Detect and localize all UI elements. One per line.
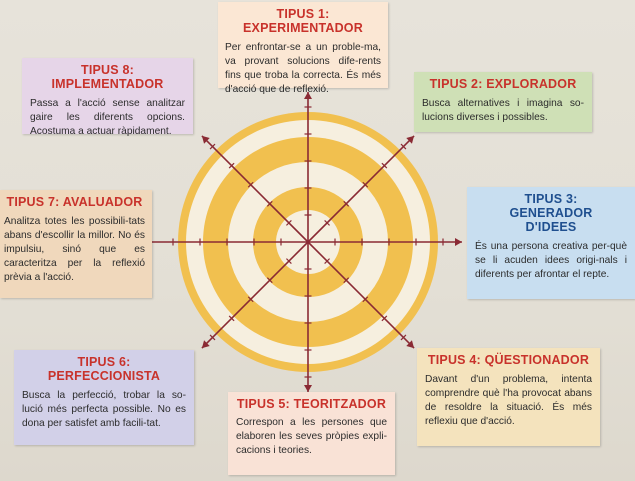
axis-line-down-right xyxy=(307,241,415,349)
axis-tick xyxy=(381,162,388,169)
axis-tick xyxy=(362,181,369,188)
radial-axes xyxy=(130,92,462,392)
card-description: Analitza totes les possibili-tats abans … xyxy=(4,216,145,283)
card-tipus-7-avaluador: TIPUS 7: AVALUADOR Analitza totes les po… xyxy=(0,190,152,298)
axis-tick xyxy=(381,315,388,322)
arrow-down-right-head xyxy=(406,340,415,349)
card-description: Passa a l'acció sense analitzar gaire le… xyxy=(30,98,185,137)
axis-line-down-left xyxy=(201,241,309,349)
axis-tick xyxy=(286,220,292,226)
card-tipus-2-explorador: TIPUS 2: EXPLORADOR Busca alternatives i… xyxy=(414,72,592,132)
axis-tick xyxy=(247,181,254,188)
card-description: Per enfrontar-se a un proble-ma, va prov… xyxy=(225,42,381,95)
axis-tick xyxy=(228,162,235,169)
axis-tick xyxy=(400,143,407,150)
axis-tick xyxy=(247,296,254,303)
axis-tick xyxy=(286,258,292,264)
card-description: Correspon a les persones que elaboren le… xyxy=(236,417,387,456)
card-title: TIPUS 8: IMPLEMENTADOR xyxy=(51,63,164,91)
axis-tick xyxy=(209,143,216,150)
card-tipus-4-questionador: TIPUS 4: QÜESTIONADOR Davant d'un proble… xyxy=(417,348,600,446)
axis-line-up-left xyxy=(201,135,309,243)
axis-tick xyxy=(400,334,407,341)
card-title: TIPUS 4: QÜESTIONADOR xyxy=(427,353,590,367)
card-tipus-1-experimentador: TIPUS 1: EXPERIMENTADOR Per enfrontar-se… xyxy=(218,2,388,95)
card-tipus-6-perfeccionista: TIPUS 6: PERFECCIONISTA Busca la perfecc… xyxy=(14,350,194,445)
axis-tick xyxy=(324,258,330,264)
axis-tick xyxy=(343,277,350,284)
card-title: TIPUS 6: PERFECCIONISTA xyxy=(47,355,161,383)
axis-line-up-right xyxy=(307,135,415,243)
arrow-down-left-head xyxy=(201,340,210,349)
card-description: Busca alternatives i imagina so-lucions … xyxy=(422,98,584,123)
axis-tick xyxy=(209,334,216,341)
card-description: És una persona creativa per-què se li ac… xyxy=(475,241,627,280)
axis-tick xyxy=(266,277,273,284)
card-tipus-3-generador-idees: TIPUS 3: GENERADOR D'IDEES És una person… xyxy=(467,187,635,299)
card-tipus-8-implementador: TIPUS 8: IMPLEMENTADOR Passa a l'acció s… xyxy=(22,58,193,137)
axis-tick xyxy=(228,315,235,322)
card-description: Davant d'un problema, intenta comprendre… xyxy=(425,374,592,427)
card-title: TIPUS 2: EXPLORADOR xyxy=(429,77,577,91)
axis-tick xyxy=(362,296,369,303)
arrow-up-right-head xyxy=(406,135,415,144)
arrow-right-head xyxy=(455,238,462,246)
axis-tick xyxy=(324,220,330,226)
card-title: TIPUS 7: AVALUADOR xyxy=(6,195,143,209)
card-title: TIPUS 5: TEORITZADOR xyxy=(236,397,387,411)
axis-tick xyxy=(266,200,273,207)
card-title: TIPUS 3: GENERADOR D'IDEES xyxy=(509,192,593,234)
card-description: Busca la perfecció, trobar la so-lució m… xyxy=(22,390,186,429)
arrow-down-head xyxy=(304,385,312,392)
card-tipus-5-teoritzador: TIPUS 5: TEORITZADOR Correspon a les per… xyxy=(228,392,395,475)
arrow-up-head xyxy=(304,92,312,99)
axis-tick xyxy=(343,200,350,207)
arrow-up-left-head xyxy=(201,135,210,144)
card-title: TIPUS 1: EXPERIMENTADOR xyxy=(243,7,363,35)
